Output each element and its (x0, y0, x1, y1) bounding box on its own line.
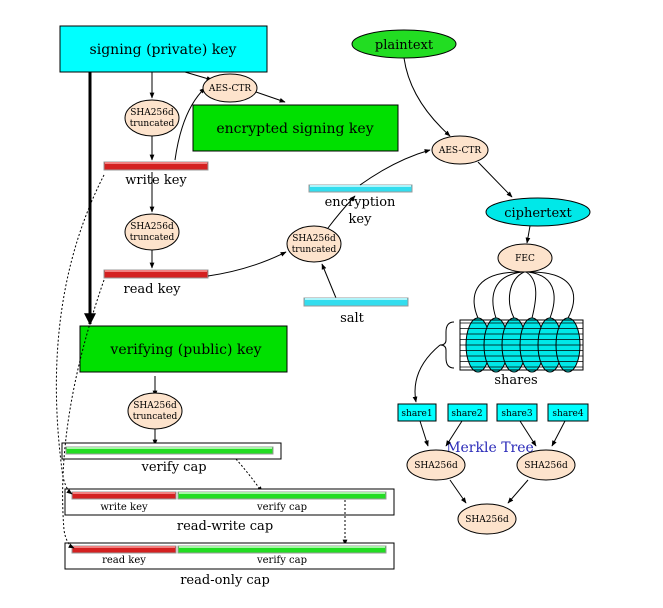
fec-fanout (473, 271, 575, 319)
share-box-4: share4 (547, 403, 589, 422)
ciphertext-label: ciphertext (504, 206, 572, 221)
share-label: share2 (451, 409, 482, 419)
encrypted-signing-key-label: encrypted signing key (216, 121, 373, 137)
writekey-to-rwcap-arrow (55, 174, 105, 495)
sha-label: SHA256d (130, 108, 174, 118)
share-box-3: share3 (496, 403, 538, 422)
sha-label: SHA256d (130, 222, 174, 232)
sha-to-enckey-arrow (327, 195, 356, 229)
verify-cap-label: verify cap (140, 460, 206, 475)
share2-arrow (445, 420, 463, 447)
encryption-key-label-1: encryption (325, 195, 396, 210)
share-label: share1 (401, 409, 432, 419)
merkle-root-hash: SHA256d (457, 503, 517, 535)
share4-arrow (551, 420, 566, 447)
ciphertext-ellipse: ciphertext (485, 197, 591, 227)
share-box-2: share2 (447, 403, 488, 422)
aes-ctr-ellipse-1: AES-CTR (202, 73, 258, 103)
readkey-to-rocap-arrow (62, 279, 105, 549)
sha-sublabel: truncated (133, 412, 178, 422)
ro-verify-cap-segment: verify cap (256, 555, 307, 566)
read-key-label: read key (123, 282, 181, 297)
plaintext-to-aes-arrow (403, 57, 451, 137)
plaintext-ellipse: plaintext (351, 29, 457, 59)
aes-ctr-ellipse-2: AES-CTR (431, 135, 489, 165)
ciphertext-to-fec-arrow (525, 225, 531, 244)
encrypted-signing-key-box: encrypted signing key (192, 104, 399, 152)
read-write-cap-box: write key verify cap (64, 488, 395, 516)
aes-ctr-label: AES-CTR (208, 84, 251, 94)
share-box-1: share1 (397, 403, 437, 422)
share1-arrow (419, 420, 429, 447)
verifycap-to-rwcap-arrow (235, 458, 263, 493)
sha256d-ellipse-2: SHA256d truncated (124, 213, 180, 251)
hash-right-to-root-arrow (507, 479, 529, 504)
sha-label: SHA256d (133, 401, 177, 411)
plaintext-label: plaintext (375, 38, 434, 53)
ro-read-key-segment: read key (102, 555, 146, 566)
aes-to-encrypted-arrow (255, 91, 286, 103)
sha-sublabel: truncated (130, 119, 175, 129)
hash-left-to-root-arrow (449, 479, 467, 504)
rw-write-key-segment: write key (100, 502, 148, 513)
shares-to-share1-arrow (412, 344, 441, 403)
aes-ctr-label: AES-CTR (438, 146, 481, 156)
read-only-cap-box: read key verify cap (64, 542, 395, 570)
fec-ellipse: FEC (497, 243, 553, 273)
encryption-key-label-2: key (349, 212, 373, 227)
signing-key-label: signing (private) key (90, 42, 237, 58)
verifying-key-label: verifying (public) key (109, 342, 261, 358)
share-label: share3 (501, 409, 532, 419)
encryption-key-bar (308, 184, 413, 193)
verifying-key-box: verifying (public) key (79, 325, 288, 373)
writekey-to-aes-arrow (174, 87, 206, 161)
shares-bracket (439, 321, 455, 369)
merkle-hash-right: SHA256d (516, 449, 576, 481)
sha256d-ellipse-3: SHA256d truncated (286, 225, 342, 263)
merkle-hash-left: SHA256d (406, 449, 466, 481)
read-only-cap-label: read-only cap (180, 573, 270, 588)
rw-verify-cap-segment: verify cap (256, 502, 307, 513)
sha-label: SHA256d (292, 234, 336, 244)
signing-to-aes-arrow (184, 71, 213, 81)
sha256d-ellipse-4: SHA256d truncated (127, 392, 183, 430)
merkle-tree-label: Merkle Tree (446, 440, 534, 456)
write-key-label: write key (125, 173, 187, 188)
share-label: share4 (552, 409, 583, 419)
salt-to-sha-arrow (321, 263, 337, 299)
share3-arrow (519, 420, 537, 447)
write-key-bar (103, 161, 209, 171)
read-key-bar (103, 269, 209, 279)
sha-sublabel: truncated (292, 245, 337, 255)
salt-label: salt (340, 311, 365, 326)
hash-label: SHA256d (524, 461, 568, 471)
enckey-to-aes-arrow (359, 149, 431, 186)
signing-key-box: signing (private) key (59, 25, 268, 73)
sha256d-ellipse-1: SHA256d truncated (124, 99, 180, 137)
readkey-to-sha-arrow (207, 251, 287, 277)
shares-stack (459, 317, 584, 373)
hash-label: SHA256d (414, 461, 458, 471)
shares-label: shares (494, 373, 537, 388)
salt-bar (303, 297, 409, 307)
fec-label: FEC (515, 254, 535, 264)
verify-cap-box (61, 442, 282, 460)
hash-label: SHA256d (465, 515, 509, 525)
aes-to-ciphertext-arrow (477, 161, 513, 198)
sha-sublabel: truncated (130, 233, 175, 243)
read-write-cap-label: read-write cap (177, 519, 273, 534)
